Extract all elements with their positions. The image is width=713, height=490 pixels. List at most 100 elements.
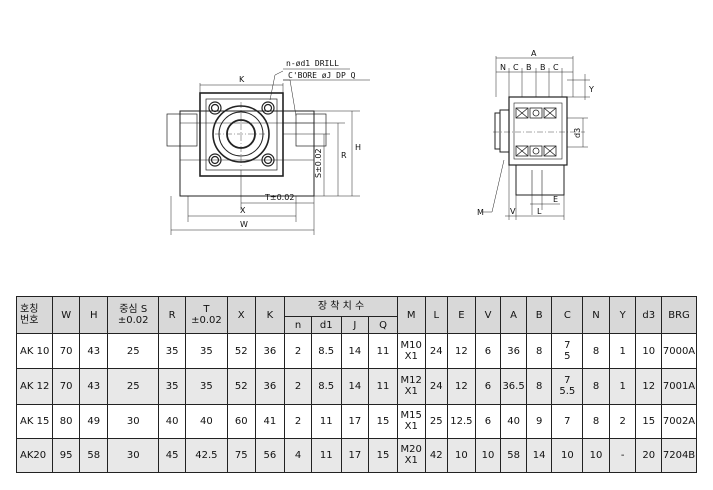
cell-X: 52 xyxy=(226,332,256,370)
cell-L: 25 xyxy=(424,403,449,439)
label-X: X xyxy=(240,206,246,215)
cell-model: AK 12 xyxy=(16,368,53,405)
header-Q: Q xyxy=(368,316,398,334)
technical-drawing: n-ød1 DRILL C'BORE øJ DP Q K H R S±0.02 … xyxy=(166,49,594,235)
label-S: S±0.02 xyxy=(314,148,323,178)
cell-E: 12.5 xyxy=(447,403,476,439)
label-N: N xyxy=(500,63,506,72)
cell-d3: 10 xyxy=(635,332,663,370)
cell-model: AK20 xyxy=(16,437,53,474)
front-view-base xyxy=(179,110,315,197)
cell-d1: 8.5 xyxy=(310,332,342,370)
cell-C: 10 xyxy=(551,437,584,474)
cell-model: AK 10 xyxy=(16,332,53,370)
header-Y: Y xyxy=(608,296,637,334)
cell-E: 12 xyxy=(447,332,476,370)
header-M: M xyxy=(396,296,426,334)
header-K: K xyxy=(254,296,286,334)
cell-W: 95 xyxy=(51,437,81,474)
cell-N: 8 xyxy=(582,368,610,405)
table-row: AK 10 70 43 25 35 35 52 36 2 8.5 14 11 M… xyxy=(16,332,697,370)
cell-R: 45 xyxy=(158,437,186,474)
header-mount: 장 착 치 수 xyxy=(284,296,398,317)
cell-B: 8 xyxy=(525,332,553,370)
header-H: H xyxy=(79,296,109,334)
header-L: L xyxy=(424,296,449,334)
label-E: E xyxy=(553,195,558,204)
header-T: T ±0.02 xyxy=(184,296,228,334)
cell-N: 8 xyxy=(582,332,610,370)
header-R: R xyxy=(158,296,186,334)
cell-E: 10 xyxy=(447,437,476,474)
cell-V: 6 xyxy=(474,332,502,370)
cell-J: 14 xyxy=(340,332,370,370)
cell-A: 40 xyxy=(500,403,527,439)
cell-d1: 11 xyxy=(310,403,342,439)
cell-S: 30 xyxy=(107,437,160,474)
cell-d3: 15 xyxy=(635,403,663,439)
cell-L: 24 xyxy=(424,368,449,405)
cell-d3: 20 xyxy=(635,437,663,474)
cell-X: 52 xyxy=(226,368,256,405)
cell-E: 12 xyxy=(447,368,476,405)
header-J: J xyxy=(340,316,370,334)
cell-S: 25 xyxy=(107,368,160,405)
table-row: AK 15 80 49 30 40 40 60 41 2 11 17 15 M1… xyxy=(16,403,697,439)
cell-Y: - xyxy=(608,437,637,474)
cell-R: 35 xyxy=(158,368,186,405)
cell-J: 14 xyxy=(340,368,370,405)
header-d3: d3 xyxy=(635,296,663,334)
label-V: V xyxy=(510,207,516,216)
label-W: W xyxy=(240,220,248,229)
cell-N: 10 xyxy=(582,437,610,474)
cell-K: 56 xyxy=(254,437,286,474)
table-row: AK20 95 58 30 45 42.5 75 56 4 11 17 15 M… xyxy=(16,437,697,474)
cell-S: 30 xyxy=(107,403,160,439)
cell-A: 58 xyxy=(500,437,527,474)
label-B2: B xyxy=(540,63,546,72)
table-row: AK 12 70 43 25 35 35 52 36 2 8.5 14 11 M… xyxy=(16,368,697,405)
label-C1: C xyxy=(513,63,519,72)
label-L: L xyxy=(537,207,542,216)
cell-V: 10 xyxy=(474,437,502,474)
cell-V: 6 xyxy=(474,368,502,405)
front-view-housing xyxy=(199,92,284,177)
cell-J: 17 xyxy=(340,437,370,474)
cell-R: 35 xyxy=(158,332,186,370)
cell-X: 75 xyxy=(226,437,256,474)
cell-A: 36.5 xyxy=(500,368,527,405)
header-X: X xyxy=(226,296,256,334)
cell-d3: 12 xyxy=(635,368,663,405)
label-drill: n-ød1 DRILL xyxy=(286,59,339,68)
cell-BRG: 7001A xyxy=(661,368,697,405)
header-d1: d1 xyxy=(310,316,342,334)
label-T: T±0.02 xyxy=(264,193,294,202)
cell-J: 17 xyxy=(340,403,370,439)
cell-K: 36 xyxy=(254,368,286,405)
cell-d1: 11 xyxy=(310,437,342,474)
cell-n: 2 xyxy=(284,368,312,405)
cell-Q: 11 xyxy=(368,368,398,405)
label-M: M xyxy=(477,208,484,217)
header-A: A xyxy=(500,296,527,334)
header-V: V xyxy=(474,296,502,334)
cell-model: AK 15 xyxy=(16,403,53,439)
label-R: R xyxy=(341,151,347,160)
cell-H: 49 xyxy=(79,403,109,439)
label-H: H xyxy=(355,143,361,152)
header-E: E xyxy=(447,296,476,334)
header-C: C xyxy=(551,296,584,334)
cell-Q: 15 xyxy=(368,437,398,474)
cell-N: 8 xyxy=(582,403,610,439)
cell-C: 7 xyxy=(551,403,584,439)
cell-Y: 2 xyxy=(608,403,637,439)
cell-n: 2 xyxy=(284,332,312,370)
cell-d1: 8.5 xyxy=(310,368,342,405)
header-B: B xyxy=(525,296,553,334)
cell-Y: 1 xyxy=(608,368,637,405)
cell-V: 6 xyxy=(474,403,502,439)
